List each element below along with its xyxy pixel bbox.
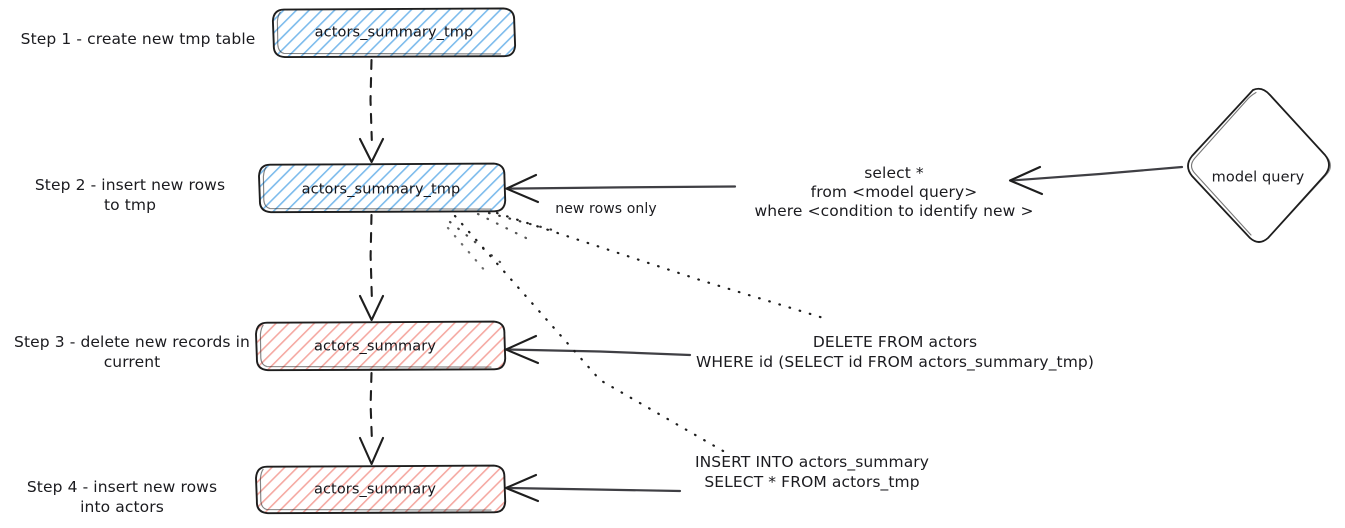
- flow-arrow-step1-to-step2: [358, 58, 385, 164]
- step-2-label-line-1: Step 2 - insert new rows: [34, 176, 226, 194]
- delete-sql-line-1: DELETE FROM actors: [812, 333, 978, 351]
- dotted-connector-step2-to-insert: [446, 214, 732, 457]
- step-1-label: Step 1 - create new tmp table: [20, 30, 256, 48]
- arrow-delete-to-step3: [504, 334, 692, 365]
- model-query-sql-line-3: where <condition to identify new >: [754, 202, 1034, 220]
- step-2-label-line-2: to tmp: [103, 196, 157, 214]
- flow-arrow-step2-to-step3: [358, 213, 385, 322]
- model-query-diamond-shape[interactable]: [1187, 87, 1332, 243]
- step-4-box-shape[interactable]: [255, 464, 507, 515]
- delete-sql-line-2: WHERE id (SELECT id FROM actors_summary_…: [695, 353, 1095, 371]
- step-2-box-shape[interactable]: [258, 162, 507, 214]
- arrow-insert-to-step4: [504, 473, 682, 503]
- model-query-node-label: model query: [1211, 169, 1305, 186]
- arrow-model-query-to-sql: [1008, 165, 1184, 196]
- step-3-box-label: actors_summary: [313, 338, 437, 355]
- step-3-label-line-1: Step 3 - delete new records in: [14, 333, 250, 351]
- insert-sql-line-1: INSERT INTO actors_summary: [694, 453, 930, 471]
- insert-sql-line-2: SELECT * FROM actors_tmp: [704, 473, 920, 491]
- step-4-label-line-2: into actors: [80, 498, 164, 516]
- step-3-label-line-2: current: [103, 353, 161, 371]
- model-query-sql-line-1: select *: [864, 164, 924, 182]
- dotted-connector-step2-to-delete: [476, 211, 832, 322]
- flow-arrow-step3-to-step4: [358, 371, 385, 466]
- step-4-label-line-1: Step 4 - insert new rows: [26, 478, 218, 496]
- edge-label-new-rows-only: new rows only: [555, 201, 657, 218]
- arrow-new-rows-only: [505, 173, 737, 204]
- step-2-box-label: actors_summary_tmp: [301, 181, 461, 198]
- step-1-box-label: actors_summary_tmp: [314, 24, 474, 41]
- step-4-box-label: actors_summary: [313, 481, 437, 498]
- step-3-box-shape[interactable]: [255, 320, 507, 372]
- step-1-box-shape[interactable]: [271, 7, 517, 59]
- model-query-sql-line-2: from <model query>: [810, 183, 978, 201]
